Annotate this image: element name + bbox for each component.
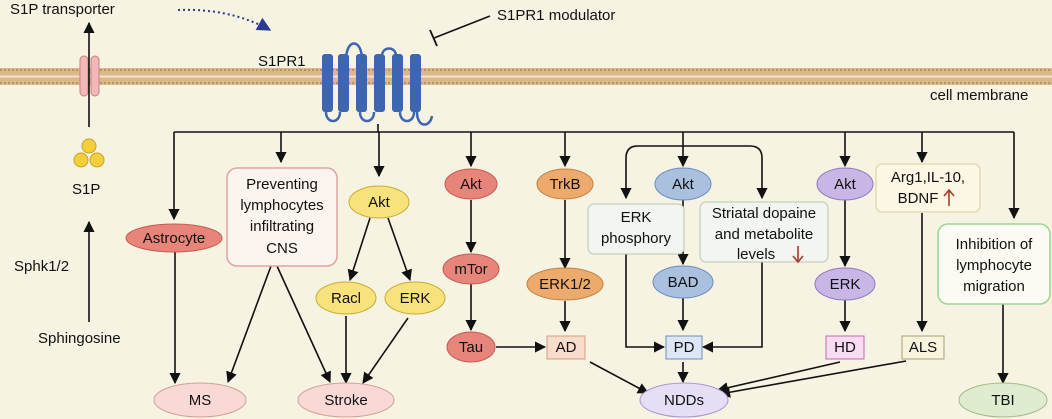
node-ad: AD (546, 335, 586, 360)
node-striatal: Striatal dopaine and metabolite levels (699, 201, 829, 264)
arrow-hd-to-ndds (716, 361, 841, 394)
node-ms: MS (153, 382, 247, 418)
s1pr1-receptor (322, 42, 434, 126)
node-erk-phos-line1: ERK (621, 209, 652, 226)
node-erk4-label: ERK (830, 276, 861, 293)
node-erk12: ERK1/2 (526, 267, 604, 301)
node-inhibition-line3: migration (963, 278, 1025, 295)
node-erk1-label: ERK (400, 290, 431, 307)
node-inhibition: Inhibition of lymphocyte migration (937, 223, 1051, 305)
arrow-preventing-to-stroke (276, 265, 331, 384)
arrow-to-erk-phos (620, 145, 683, 200)
node-tbi: TBI (958, 382, 1048, 418)
node-erk-phos-line2: phosphory (601, 230, 672, 247)
node-akt1: Akt (348, 185, 410, 219)
sphingosine-label: Sphingosine (38, 330, 121, 347)
up-arrow-icon (943, 188, 955, 206)
node-racl: Racl (315, 281, 377, 315)
node-als-label: ALS (909, 339, 937, 356)
node-preventing: Preventing lymphocytes infiltrating CNS (226, 167, 338, 267)
node-akt3-label: Akt (672, 176, 695, 193)
cell-membrane-label: cell membrane (930, 87, 1028, 104)
s1pr1-label: S1PR1 (258, 53, 306, 70)
arrow-erk1-to-stroke (362, 317, 409, 384)
signal-bus (174, 124, 1014, 133)
sphk-label: Sphk1/2 (14, 258, 69, 275)
node-erk-phos: ERK phosphory (587, 203, 685, 255)
arrow-akt1-to-erk1 (387, 217, 412, 282)
node-stroke-label: Stroke (324, 392, 367, 409)
node-arg1-line2: BDNF (898, 190, 939, 207)
arrow-to-striatal (683, 145, 768, 200)
arrow-als-to-ndds (718, 360, 907, 398)
node-mtor-label: mTor (454, 261, 487, 278)
s1p-transporter-label: S1P transporter (10, 1, 115, 18)
node-erk4: ERK (814, 267, 876, 301)
node-striatal-line2: and metabolite (715, 226, 813, 243)
node-als: ALS (901, 335, 945, 360)
s1p-transporter-shape (79, 55, 100, 97)
node-pd-label: PD (674, 339, 695, 356)
node-erk12-label: ERK1/2 (539, 276, 591, 293)
node-preventing-line2: lymphocytes (240, 197, 323, 214)
node-akt2-label: Akt (460, 176, 483, 193)
node-arg1: Arg1,IL-10, BDNF (875, 163, 981, 213)
node-hd-label: HD (834, 339, 856, 356)
node-inhibition-line1: Inhibition of (956, 236, 1034, 253)
inhibition-bar-modulator (429, 15, 491, 47)
node-ndds-label: NDDs (664, 392, 704, 409)
node-bad-label: BAD (668, 274, 699, 291)
node-inhibition-line2: lymphocyte (956, 257, 1032, 274)
node-bad: BAD (652, 265, 714, 299)
node-ad-label: AD (556, 339, 577, 356)
node-preventing-line4: CNS (266, 240, 298, 257)
arrow-akt1-to-racl (347, 217, 371, 282)
node-tau: Tau (446, 331, 496, 363)
node-akt2: Akt (444, 168, 498, 200)
node-stroke: Stroke (297, 382, 395, 418)
node-pd: PD (665, 335, 703, 360)
arrow-ad-to-ndds (589, 361, 649, 394)
node-arg1-line1: Arg1,IL-10, (891, 169, 965, 186)
node-akt3: Akt (654, 167, 712, 201)
s1pr1-modulator-label: S1PR1 modulator (497, 7, 615, 24)
node-erk1: ERK (384, 281, 446, 315)
arrow-preventing-to-ms (226, 265, 272, 384)
cell-membrane (0, 68, 1052, 85)
node-mtor: mTor (442, 253, 500, 285)
arrow-erk-phos-to-pd (625, 254, 666, 353)
arrow-striatal-to-pd (701, 262, 763, 353)
node-tbi-label: TBI (991, 392, 1014, 409)
node-akt4-label: Akt (834, 176, 857, 193)
node-striatal-line1: Striatal dopaine (712, 205, 816, 222)
node-tau-label: Tau (459, 339, 483, 356)
node-trkb-label: TrkB (549, 176, 580, 193)
node-striatal-line3: levels (737, 246, 775, 263)
down-arrow-icon (792, 246, 804, 264)
dotted-arrow-transporter-to-s1pr1 (177, 8, 272, 31)
node-preventing-line1: Preventing (246, 176, 318, 193)
node-trkb: TrkB (536, 168, 594, 200)
node-akt1-label: Akt (368, 194, 391, 211)
s1p-label: S1P (72, 181, 100, 198)
node-akt4: Akt (816, 167, 874, 201)
node-hd: HD (825, 335, 865, 360)
node-racl-label: Racl (331, 290, 361, 307)
s1p-molecule (73, 138, 105, 168)
node-preventing-line3: infiltrating (250, 218, 314, 235)
node-ms-label: MS (189, 392, 212, 409)
node-astrocyte: Astrocyte (125, 223, 223, 253)
node-ndds: NDDs (639, 382, 729, 418)
node-astrocyte-label: Astrocyte (143, 230, 206, 247)
